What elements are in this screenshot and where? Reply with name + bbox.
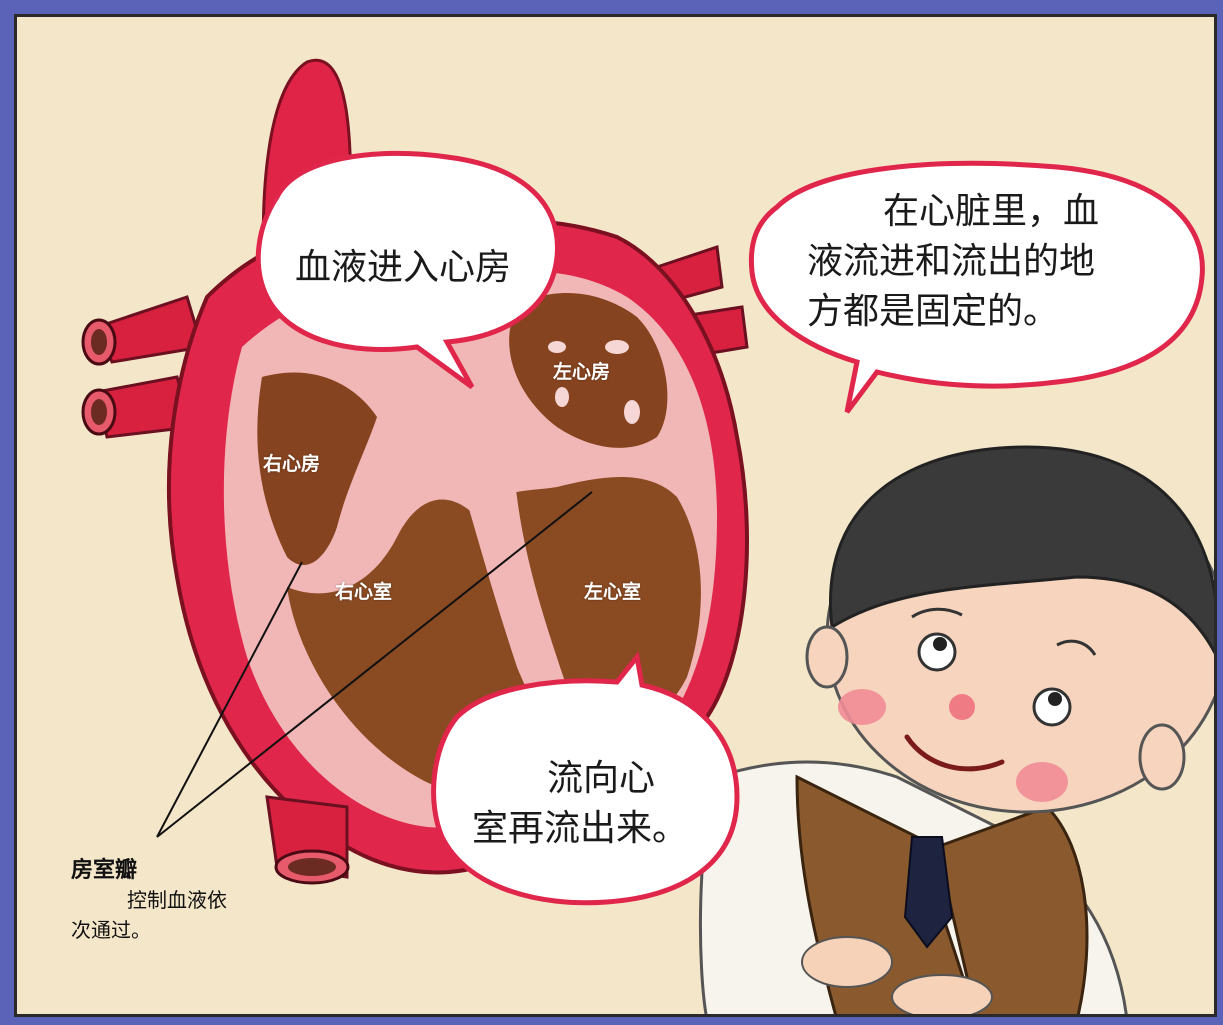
speech-text-fixed-line3: 方都是固定的。 xyxy=(807,291,1060,332)
label-right-atrium: 右心房 xyxy=(263,453,321,475)
speech-text-atrium: 血液进入心房 xyxy=(295,247,512,288)
comic-panel: 右心房 左心房 右心室 左心室 血液进入心房 在心脏里，血 液流进和流出的地 方… xyxy=(14,14,1217,1017)
boy-hand-left xyxy=(801,936,893,988)
caption-line2: 次通过。 xyxy=(71,918,151,942)
speech-text-flow-line1: 流向心 xyxy=(547,758,656,799)
boy-character xyxy=(698,445,1214,1014)
boy-hand-right xyxy=(891,974,993,1014)
boy-mouth xyxy=(904,734,1005,772)
label-left-ventricle: 左心室 xyxy=(584,581,642,603)
septum xyxy=(447,437,577,725)
speech-bubble-fixed xyxy=(748,160,1205,414)
speech-bubble-flow xyxy=(431,651,740,906)
right-atrium xyxy=(257,372,377,566)
speech-bubble-atrium xyxy=(255,150,560,390)
label-right-ventricle: 右心室 xyxy=(335,581,393,603)
boy-nose xyxy=(949,694,975,720)
label-left-atrium: 左心房 xyxy=(553,361,611,383)
boy-hair xyxy=(829,445,1214,655)
speech-text-flow-line2: 室再流出来。 xyxy=(472,808,689,849)
caption-title: 房室瓣 xyxy=(71,858,138,883)
valve-pointer-lines xyxy=(156,491,593,838)
illustration xyxy=(81,58,1214,1014)
boy-tie xyxy=(903,836,954,949)
speech-text-fixed-line2: 液流进和流出的地 xyxy=(807,241,1096,282)
caption-line1: 控制血液依 xyxy=(127,888,227,912)
speech-text-fixed-line1: 在心脏里，血 xyxy=(883,191,1100,232)
